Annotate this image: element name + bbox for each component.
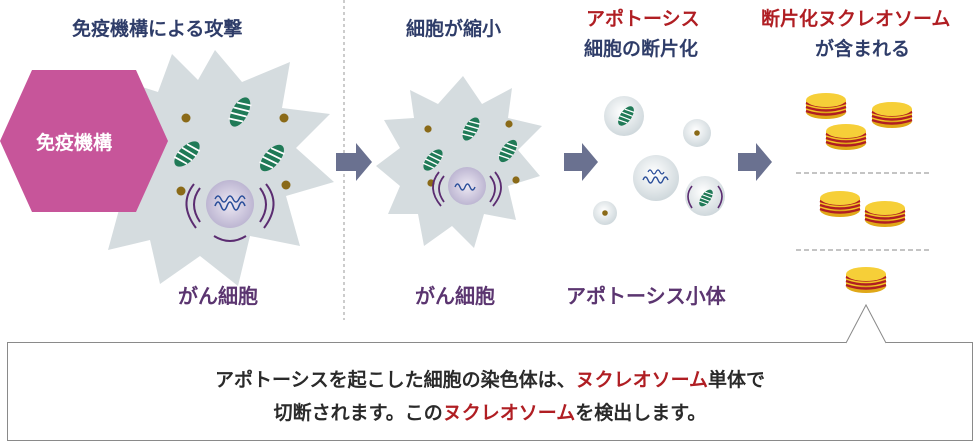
header-immune-attack: 免疫機構による攻撃	[72, 18, 243, 40]
callout-line-2: 切断されます。このヌクレオソームを検出します。	[8, 398, 972, 425]
apoptotic-body	[604, 96, 644, 136]
apoptotic-body	[593, 201, 617, 225]
arrow-3	[738, 143, 772, 181]
caption-cancer-cell-1: がん細胞	[178, 284, 258, 308]
apoptotic-body	[685, 176, 725, 216]
nucleus-shrunk	[432, 167, 502, 207]
header-cell-shrink: 細胞が縮小	[406, 18, 502, 40]
callout-text: 単体で	[708, 369, 766, 391]
arrow-1	[336, 143, 372, 181]
callout-highlight: ヌクレオソーム	[442, 402, 576, 424]
callout-text: を検出します。	[575, 402, 707, 424]
arrow-2	[564, 143, 598, 181]
header-cell-fragmentation: 細胞の断片化	[584, 38, 699, 60]
callout-highlight: ヌクレオソーム	[575, 369, 709, 391]
callout-line-1: アポトーシスを起こした細胞の染色体は、ヌクレオソーム単体で	[8, 365, 972, 392]
callout-box: アポトーシスを起こした細胞の染色体は、ヌクレオソーム単体で 切断されます。このヌ…	[7, 342, 973, 441]
hexagon-label: 免疫機構	[36, 132, 113, 154]
cancer-cell-shrunk	[376, 76, 542, 248]
header-fragmented-nucleosome: 断片化ヌクレオソーム	[761, 8, 951, 30]
callout-text: アポトーシスを起こした細胞の染色体は、	[214, 369, 576, 391]
apoptotic-body	[633, 155, 679, 201]
caption-cancer-cell-2: がん細胞	[415, 284, 495, 308]
callout-text: 切断されます。この	[273, 402, 443, 424]
immune-system-hexagon	[0, 70, 168, 212]
apoptotic-body	[683, 119, 711, 147]
header-contained: が含まれる	[815, 38, 911, 60]
apoptotic-bodies	[593, 96, 725, 225]
nucleus-large	[185, 180, 275, 242]
caption-apoptotic-bodies: アポトーシス小体	[566, 284, 726, 308]
header-apoptosis: アポトーシス	[586, 8, 700, 30]
